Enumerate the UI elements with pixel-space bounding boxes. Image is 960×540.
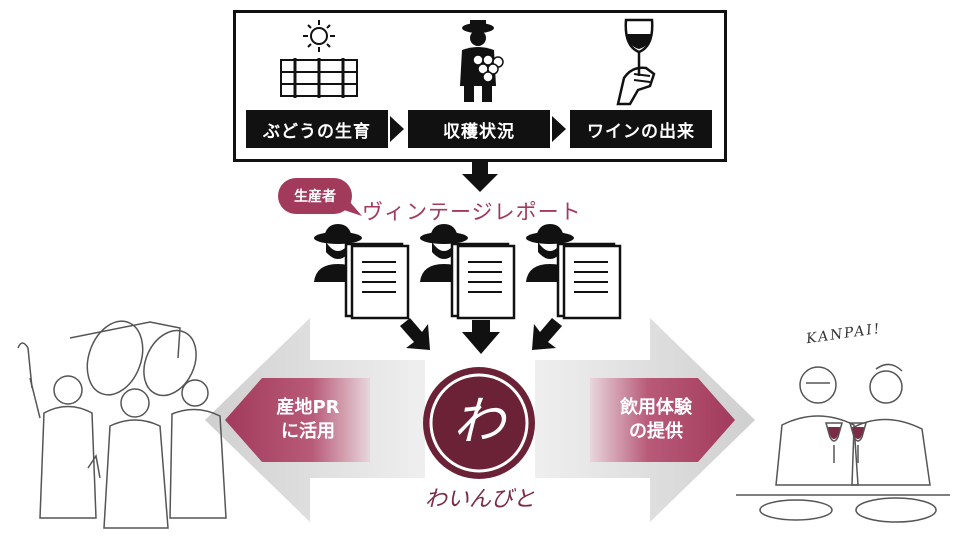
speech-bubble-tail [338, 200, 362, 216]
step-chevron-1 [390, 116, 404, 142]
left-arrow-line2: に活用 [281, 421, 335, 442]
step-harvest: 収穫状況 [408, 110, 550, 148]
farmer-report-icons [314, 222, 622, 320]
down-arrow-icon [462, 162, 498, 192]
toasting-couple-sketch-illustration [736, 363, 950, 523]
producer-label: 生産者 [294, 189, 336, 205]
step-label-1: ぶどうの生育 [263, 121, 371, 142]
wine-glass-hand-icon [616, 18, 656, 106]
left-arrow-label: 産地PR に活用 [248, 396, 368, 444]
vintage-report-title: ヴィンテージレポート [362, 200, 582, 224]
right-arrow-label: 飲用体験 の提供 [596, 396, 716, 444]
right-pink-arrow [590, 378, 735, 462]
farmer-with-grapes-icon [460, 20, 504, 102]
brand-name: わいんびと [424, 487, 535, 512]
winemakers-sketch-illustration [17, 320, 227, 529]
vineyard-sun-icon [280, 20, 358, 98]
logo-char: わ [453, 392, 508, 452]
brand-logo [423, 367, 535, 479]
left-arrow-line1: 産地PR [276, 397, 340, 418]
brand-logo-mark: わ [429, 373, 529, 473]
step-label-3: ワインの出来 [587, 121, 695, 142]
step-grape-growth: ぶどうの生育 [246, 110, 388, 148]
left-pink-arrow [225, 378, 370, 462]
step-wine-quality: ワインの出来 [570, 110, 712, 148]
right-arrow-line2: の提供 [629, 421, 683, 442]
right-arrow-line1: 飲用体験 [620, 397, 692, 418]
producer-speech-bubble: 生産者 [278, 178, 352, 214]
step-label-2: 収穫状況 [443, 121, 515, 142]
converging-arrows [400, 318, 562, 354]
step-chevron-2 [552, 116, 566, 142]
